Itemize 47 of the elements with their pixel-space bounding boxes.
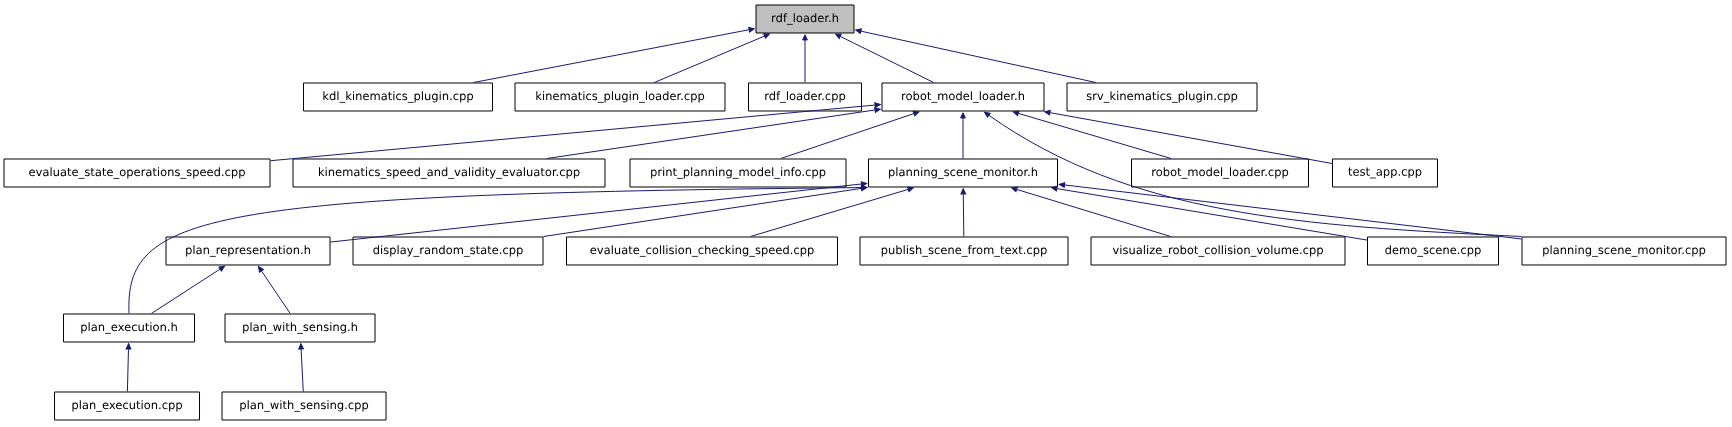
arrow	[802, 34, 808, 83]
arrow	[128, 184, 868, 314]
arrow	[750, 186, 914, 237]
arrow	[1044, 109, 1333, 164]
arrow	[125, 343, 132, 392]
arrow	[258, 266, 291, 314]
file-box: evaluate_state_operations_speed.cpp	[3, 158, 271, 188]
file-box: planning_scene_monitor.cpp	[1521, 236, 1727, 266]
arrow	[960, 112, 966, 159]
file-box: rdf_loader.cpp	[748, 82, 862, 112]
file-box: publish_scene_from_text.cpp	[859, 236, 1069, 266]
arrow	[1012, 110, 1172, 159]
arrow	[270, 102, 881, 162]
file-box: kinematics_plugin_loader.cpp	[514, 82, 726, 112]
arrow	[780, 110, 920, 159]
arrow	[1058, 182, 1522, 240]
file-box: plan_execution.h	[63, 313, 195, 343]
file-box: robot_model_loader.h	[881, 82, 1045, 112]
file-box: robot_model_loader.cpp	[1131, 158, 1309, 188]
file-box: evaluate_collision_checking_speed.cpp	[566, 236, 838, 266]
arrow	[330, 181, 868, 243]
file-box: display_random_state.cpp	[352, 236, 544, 266]
file-box: demo_scene.cpp	[1367, 236, 1499, 266]
file-box: visualize_robot_collision_volume.cpp	[1090, 236, 1346, 266]
arrow	[1051, 185, 1368, 241]
arrow	[150, 265, 226, 314]
file-box: plan_with_sensing.cpp	[221, 391, 387, 421]
arrow	[984, 111, 1522, 237]
file-box: kinematics_speed_and_validity_evaluator.cpp	[292, 158, 606, 188]
arrow	[546, 107, 881, 159]
arrow	[1011, 186, 1172, 237]
file-box: kdl_kinematics_plugin.cpp	[303, 82, 493, 112]
arrow	[960, 188, 967, 237]
arrow	[855, 28, 1097, 83]
file-box: print_planning_model_info.cpp	[629, 158, 847, 188]
file-box: plan_with_sensing.h	[224, 313, 376, 343]
file-box: plan_execution.cpp	[54, 391, 200, 421]
arrow	[473, 26, 755, 83]
file-box: srv_kinematics_plugin.cpp	[1066, 82, 1258, 112]
arrow	[653, 33, 770, 83]
arrow	[543, 185, 868, 238]
file-box: plan_representation.h	[165, 236, 331, 266]
file-box: rdf_loader.h	[755, 4, 855, 34]
file-box: planning_scene_monitor.h	[868, 158, 1058, 188]
file-box: test_app.cpp	[1332, 158, 1438, 188]
arrow	[835, 33, 935, 83]
arrow	[298, 343, 304, 392]
